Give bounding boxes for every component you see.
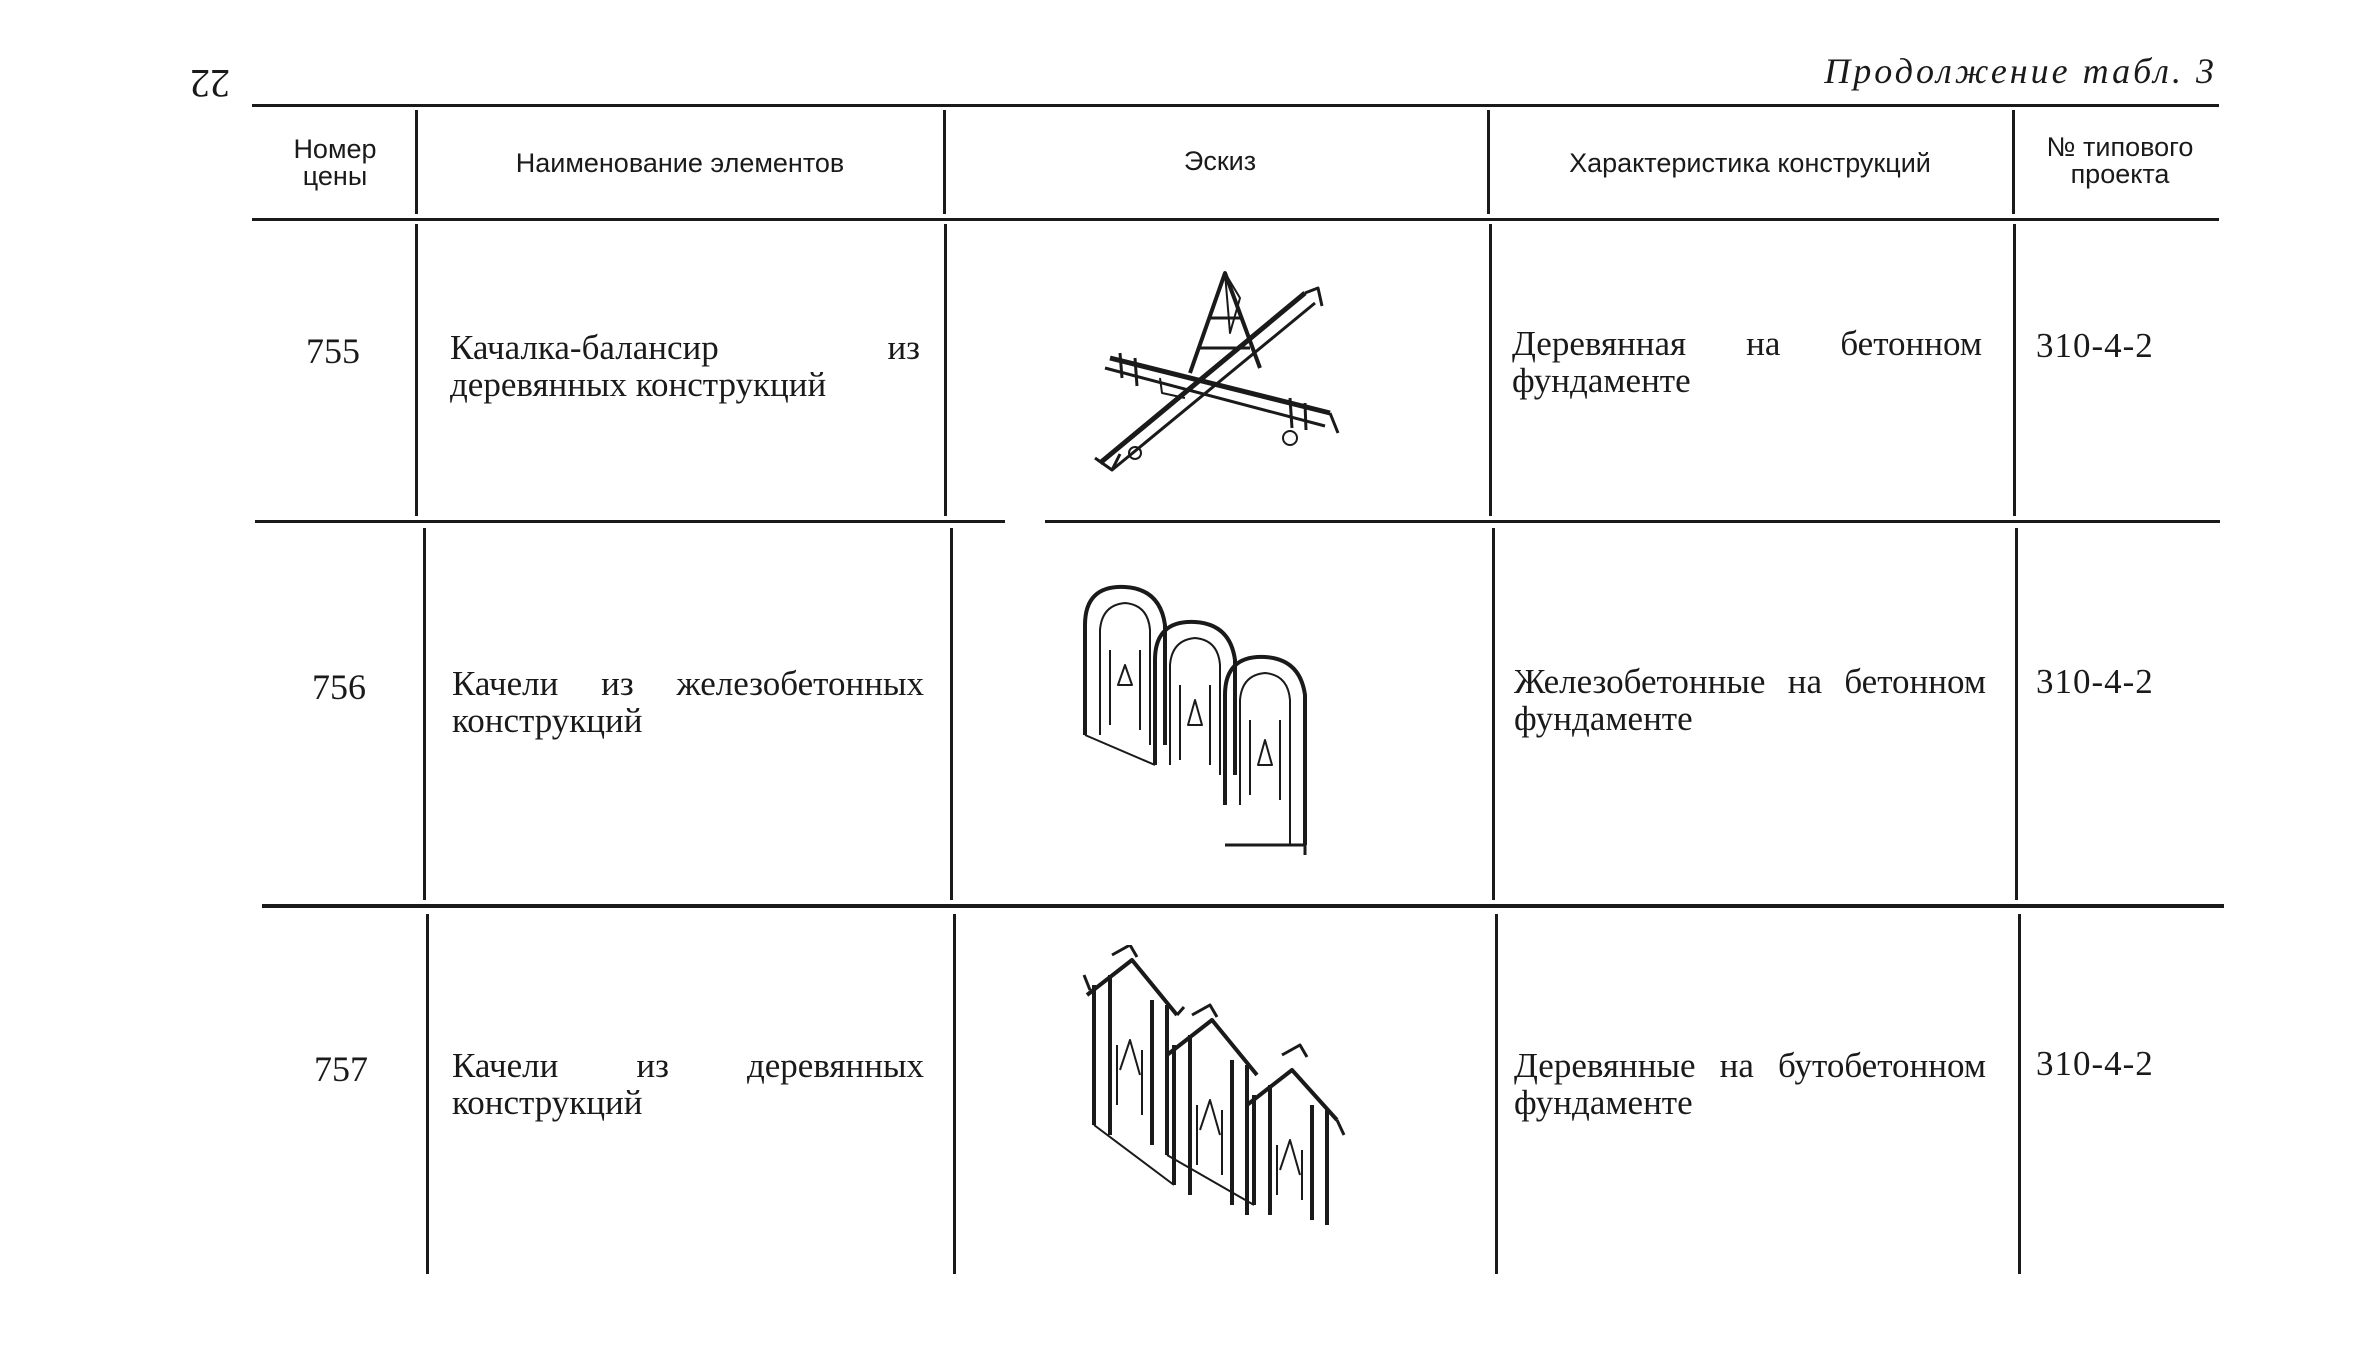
column-divider — [423, 528, 426, 900]
column-divider — [415, 110, 418, 214]
header-name: Наименование элементов — [515, 148, 845, 178]
column-divider — [426, 914, 429, 1274]
column-divider — [953, 914, 956, 1274]
column-divider — [943, 110, 946, 214]
concrete-swings-sketch-icon — [1083, 584, 1307, 855]
column-divider — [2012, 110, 2015, 214]
element-name: Качалка-балансир из деревянных конструкц… — [450, 328, 920, 404]
header-number: Номер цены — [293, 134, 377, 191]
construction-characteristic: Деревянные на бутобетонном фундаменте — [1514, 1046, 1986, 1122]
page-number: 22 — [190, 61, 230, 106]
column-divider — [2015, 528, 2018, 900]
column-divider — [1489, 224, 1492, 516]
header-project: № типового проекта — [2046, 132, 2194, 189]
table-top-rule — [252, 104, 2219, 107]
element-name: Качели из железобетонных конструкций — [452, 664, 924, 740]
price-number: 757 — [314, 1049, 368, 1089]
row-divider — [255, 520, 1005, 523]
header-bottom-rule — [252, 218, 2219, 221]
column-divider — [1487, 110, 1490, 214]
project-number: 310-4-2 — [2036, 662, 2154, 701]
column-divider — [2018, 914, 2021, 1274]
header-sketch: Эскиз — [1183, 146, 1257, 176]
construction-characteristic: Железобетонные на бетонном фундаменте — [1514, 662, 1986, 738]
column-divider — [944, 224, 947, 516]
row-divider — [262, 904, 2224, 908]
price-number: 756 — [312, 667, 366, 707]
construction-characteristic: Деревянная на бетонном фундаменте — [1512, 324, 1982, 400]
column-divider — [950, 528, 953, 900]
row-divider — [1045, 520, 2220, 523]
project-number: 310-4-2 — [2036, 1044, 2154, 1083]
table-continuation-title: Продолжение табл. 3 — [1824, 51, 2217, 91]
project-number: 310-4-2 — [2036, 326, 2154, 365]
wooden-swings-sketch-icon — [1082, 945, 1346, 1225]
price-number: 755 — [306, 331, 360, 371]
header-characteristic: Характеристика конструкций — [1569, 148, 1931, 178]
column-divider — [415, 224, 418, 516]
column-divider — [1492, 528, 1495, 900]
element-name: Качели из деревянных конструкций — [452, 1046, 924, 1122]
column-divider — [2013, 224, 2016, 516]
column-divider — [1495, 914, 1498, 1274]
seesaw-sketch-icon — [1094, 271, 1340, 472]
